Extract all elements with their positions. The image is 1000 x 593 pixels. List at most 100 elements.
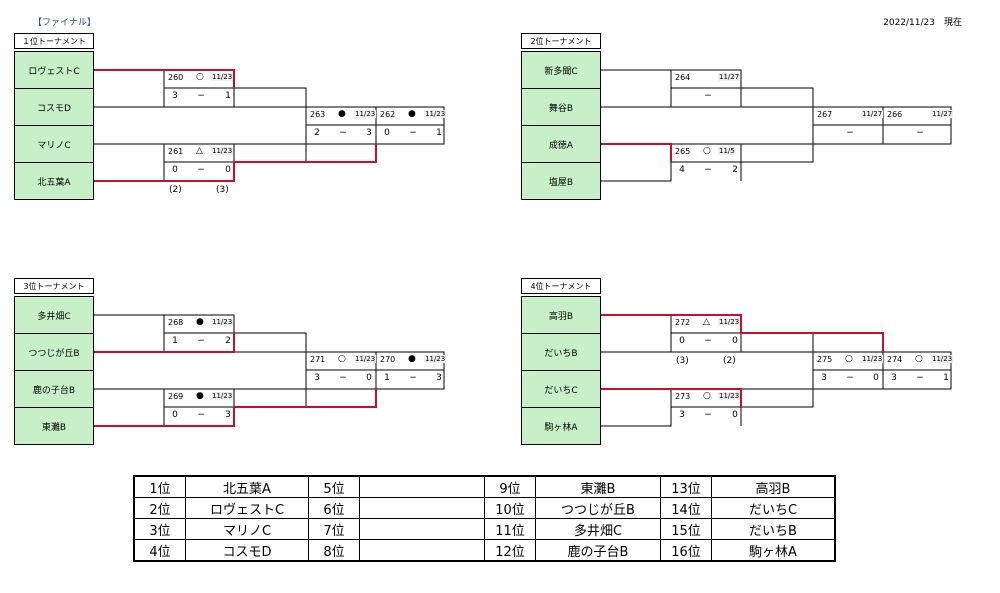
as-of-date: 2022/11/23 現在 xyxy=(883,18,962,28)
score-dash: − xyxy=(197,165,205,175)
rank-team: コスモD xyxy=(185,539,309,562)
semi-box xyxy=(671,69,742,107)
rank-team: 北五葉A xyxy=(185,475,309,498)
rank-label: 11位 xyxy=(484,518,536,540)
semi-connector xyxy=(94,388,165,427)
team-box: 駒ヶ林A xyxy=(521,407,601,445)
score-dash: − xyxy=(704,336,712,346)
match-number: 265 xyxy=(675,147,691,156)
rank-label: 3位 xyxy=(133,518,186,540)
bracket-lines xyxy=(601,314,952,427)
score-dash: − xyxy=(409,373,417,383)
bracket-title: 4位トーナメント xyxy=(521,278,601,294)
score-left: 4 xyxy=(679,165,685,175)
team-box: ロヴェストC xyxy=(14,51,94,89)
final-connector xyxy=(234,87,307,107)
match-date: 11/23 xyxy=(718,392,741,400)
match-number: 268 xyxy=(168,318,184,327)
score-right: 2 xyxy=(225,336,231,346)
rank-team: マリノC xyxy=(185,518,309,540)
team-box: 舞谷B xyxy=(521,88,601,126)
match-number: 274 xyxy=(887,355,903,364)
rank-team: 高羽B xyxy=(711,475,836,498)
final-connector xyxy=(741,144,814,163)
score-left: 0 xyxy=(384,128,390,138)
rank-label: 2位 xyxy=(133,497,186,519)
rank-label: 6位 xyxy=(308,497,360,519)
rank-team: 多井畑C xyxy=(535,518,661,540)
match-date: 11/23 xyxy=(211,392,234,400)
winner-path xyxy=(94,389,377,427)
score-left: 3 xyxy=(172,91,178,101)
score-dash: − xyxy=(704,165,712,175)
winner-path xyxy=(601,388,742,407)
score-right: 0 xyxy=(732,410,738,420)
score-left: 1 xyxy=(172,336,178,346)
match-number: 260 xyxy=(168,73,184,82)
semi-connector xyxy=(94,69,165,108)
bracket-title: １位トーナメント xyxy=(14,33,94,49)
result-symbol: ○ xyxy=(915,354,923,364)
score-dash: − xyxy=(916,373,924,383)
score-right: 1 xyxy=(225,91,231,101)
match-number: 266 xyxy=(887,110,903,119)
team-box: 北五葉A xyxy=(14,162,94,200)
match-date: 11/23 xyxy=(718,318,741,326)
score-left: 1 xyxy=(384,373,390,383)
final-connector xyxy=(741,389,814,408)
score-right: 3 xyxy=(436,373,442,383)
match-date: 11/5 xyxy=(718,147,736,155)
score-left: 3 xyxy=(821,373,827,383)
match-date: 11/23 xyxy=(861,355,884,363)
rank-label: 1位 xyxy=(133,475,186,498)
winner-path xyxy=(94,69,235,88)
result-symbol: △ xyxy=(196,146,203,156)
match-number: 269 xyxy=(168,392,184,401)
score-left: 0 xyxy=(172,165,178,175)
team-box: コスモD xyxy=(14,88,94,126)
score-dash: − xyxy=(409,128,417,138)
result-symbol: ● xyxy=(196,391,204,401)
winner-path xyxy=(94,144,377,182)
match-number: 271 xyxy=(310,355,326,364)
score-right: 0 xyxy=(366,373,372,383)
score-dash: − xyxy=(846,128,854,138)
rank-team: つつじが丘B xyxy=(535,497,661,519)
rank-label: 15位 xyxy=(660,518,712,540)
score-dash: − xyxy=(197,91,205,101)
match-number: 272 xyxy=(675,318,691,327)
final-connector xyxy=(234,144,307,163)
semi-connector xyxy=(601,388,672,427)
pk-score-left: (2) xyxy=(169,185,182,195)
match-date: 11/23 xyxy=(354,355,377,363)
final-connector xyxy=(741,87,814,107)
final-connector xyxy=(234,332,307,352)
match-number: 262 xyxy=(380,110,396,119)
score-dash: − xyxy=(704,410,712,420)
final-box xyxy=(305,351,445,390)
match-date: 11/23 xyxy=(354,110,377,118)
rank-label: 10位 xyxy=(484,497,536,519)
team-box: つつじが丘B xyxy=(14,333,94,371)
bracket-title: 3位トーナメント xyxy=(14,278,94,294)
result-symbol: ○ xyxy=(703,391,711,401)
bracket-lines xyxy=(94,314,445,427)
team-box: 新多聞C xyxy=(521,51,601,89)
match-date: 11/23 xyxy=(211,318,234,326)
result-symbol: ○ xyxy=(845,354,853,364)
rank-label: 7位 xyxy=(308,518,360,540)
rank-label: 5位 xyxy=(308,475,360,498)
semi-connector xyxy=(94,143,165,182)
score-left: 3 xyxy=(891,373,897,383)
team-box: 塩屋B xyxy=(521,162,601,200)
score-dash: − xyxy=(916,128,924,138)
rank-team: 鹿の子台B xyxy=(535,539,661,562)
score-right: 0 xyxy=(732,336,738,346)
bracket-title: 2位トーナメント xyxy=(521,33,601,49)
score-left: 3 xyxy=(679,410,685,420)
rank-label: 13位 xyxy=(660,475,712,498)
